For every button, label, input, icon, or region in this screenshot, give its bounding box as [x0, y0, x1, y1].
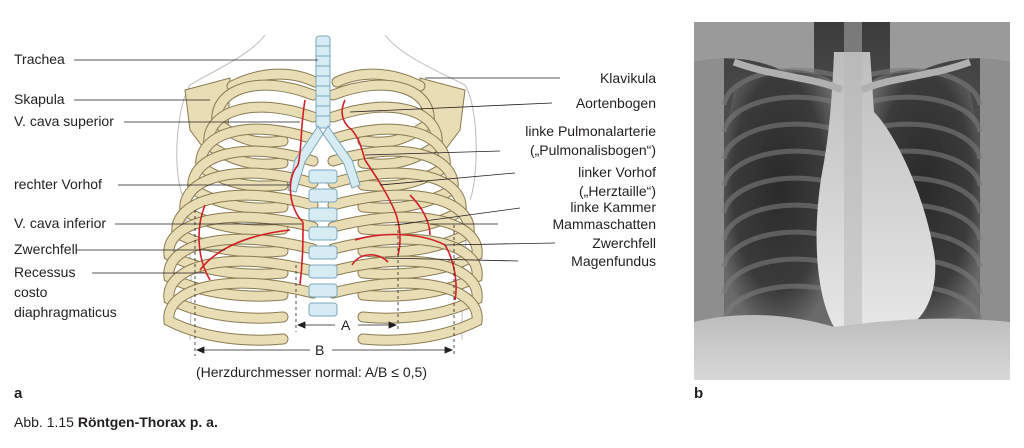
vertebra	[308, 264, 338, 279]
label-pulmonalarterie-2: („Pulmonalisbogen“)	[529, 142, 656, 158]
vertebra	[308, 207, 338, 222]
vertebra	[308, 226, 338, 241]
vertebra	[308, 283, 338, 298]
xray-drawing	[694, 22, 1010, 380]
caption-prefix: Abb. 1.15	[14, 414, 74, 430]
chest-xray-image	[694, 22, 1010, 380]
xray-rib	[721, 94, 843, 133]
label-linker-vorhof-1: linker Vorhof	[578, 164, 656, 180]
label-recessus-2: costo	[14, 284, 48, 300]
label-recessus-3: diaphragmaticus	[14, 304, 117, 320]
red-contours	[198, 99, 457, 301]
pulmonary-line	[351, 129, 366, 161]
label-pulmonalarterie-1: linke Pulmonalarterie	[525, 123, 656, 139]
vci-line	[299, 221, 304, 286]
xray-rib	[861, 67, 983, 106]
right-atrium-line	[289, 164, 304, 223]
xray-rib	[861, 94, 983, 133]
caption-title: Röntgen-Thorax p. a.	[77, 414, 218, 430]
left-atrium-line	[364, 159, 393, 206]
rib	[164, 212, 318, 279]
vertebra	[308, 188, 338, 203]
xray-rib	[721, 121, 843, 160]
label-measure-a: A	[341, 317, 351, 333]
label-skapula: Skapula	[14, 91, 65, 107]
gastric-fundus	[351, 254, 389, 266]
vertebral-column	[308, 169, 338, 317]
trachea-shape	[315, 35, 331, 129]
label-aortenbogen: Aortenbogen	[575, 95, 656, 111]
xray-rib	[721, 148, 843, 187]
label-magenfundus: Magenfundus	[571, 253, 656, 269]
thorax-drawing	[74, 34, 560, 356]
aortic-arch-line	[341, 99, 353, 131]
diaphragm-left	[354, 233, 446, 246]
rib	[164, 234, 318, 301]
panel-letter-b: b	[694, 385, 704, 402]
vcs-line	[297, 99, 306, 166]
label-mammaschatten: Mammaschatten	[552, 216, 656, 232]
recessus-left	[444, 244, 457, 301]
vertebra	[308, 245, 338, 260]
thorax-schematic: Trachea Skapula V. cava superior rechter…	[14, 34, 656, 380]
bronchus-left	[322, 125, 361, 189]
label-zwerchfell-left: Zwerchfell	[14, 241, 78, 257]
label-klavikula: Klavikula	[599, 70, 656, 86]
label-vena-cava-inferior: V. cava inferior	[14, 215, 107, 231]
vertebra	[308, 302, 338, 317]
rib	[328, 278, 482, 345]
diaphragm-right	[199, 229, 291, 271]
label-ratio-note: (Herzdurchmesser normal: A/B ≤ 0,5)	[196, 364, 427, 380]
mamma-shadow	[409, 194, 431, 236]
label-trachea: Trachea	[14, 51, 65, 67]
label-rechter-vorhof: rechter Vorhof	[14, 176, 102, 192]
rib	[328, 234, 482, 301]
clavicle-right	[227, 69, 320, 91]
figure-caption: Abb. 1.15 Röntgen-Thorax p. a.	[14, 414, 218, 430]
rib	[164, 256, 318, 323]
recessus-right	[198, 204, 211, 281]
label-measure-b: B	[315, 342, 325, 358]
trachea-rings	[316, 45, 330, 117]
rib	[164, 278, 318, 345]
rib	[328, 256, 482, 323]
panel-letter-a: a	[14, 385, 23, 402]
leader-lines	[74, 59, 560, 274]
left-ventricle-line	[391, 204, 401, 256]
label-linke-kammer: linke Kammer	[570, 199, 656, 215]
measurement-lines	[194, 210, 455, 356]
vertebra	[308, 169, 338, 184]
label-zwerchfell-right: Zwerchfell	[592, 235, 656, 251]
label-vena-cava-superior: V. cava superior	[14, 113, 114, 129]
xray-rib	[721, 67, 843, 106]
label-linker-vorhof-2: („Herztaille“)	[579, 183, 656, 199]
clavicle-left	[332, 69, 425, 91]
label-recessus-1: Recessus	[14, 264, 76, 280]
